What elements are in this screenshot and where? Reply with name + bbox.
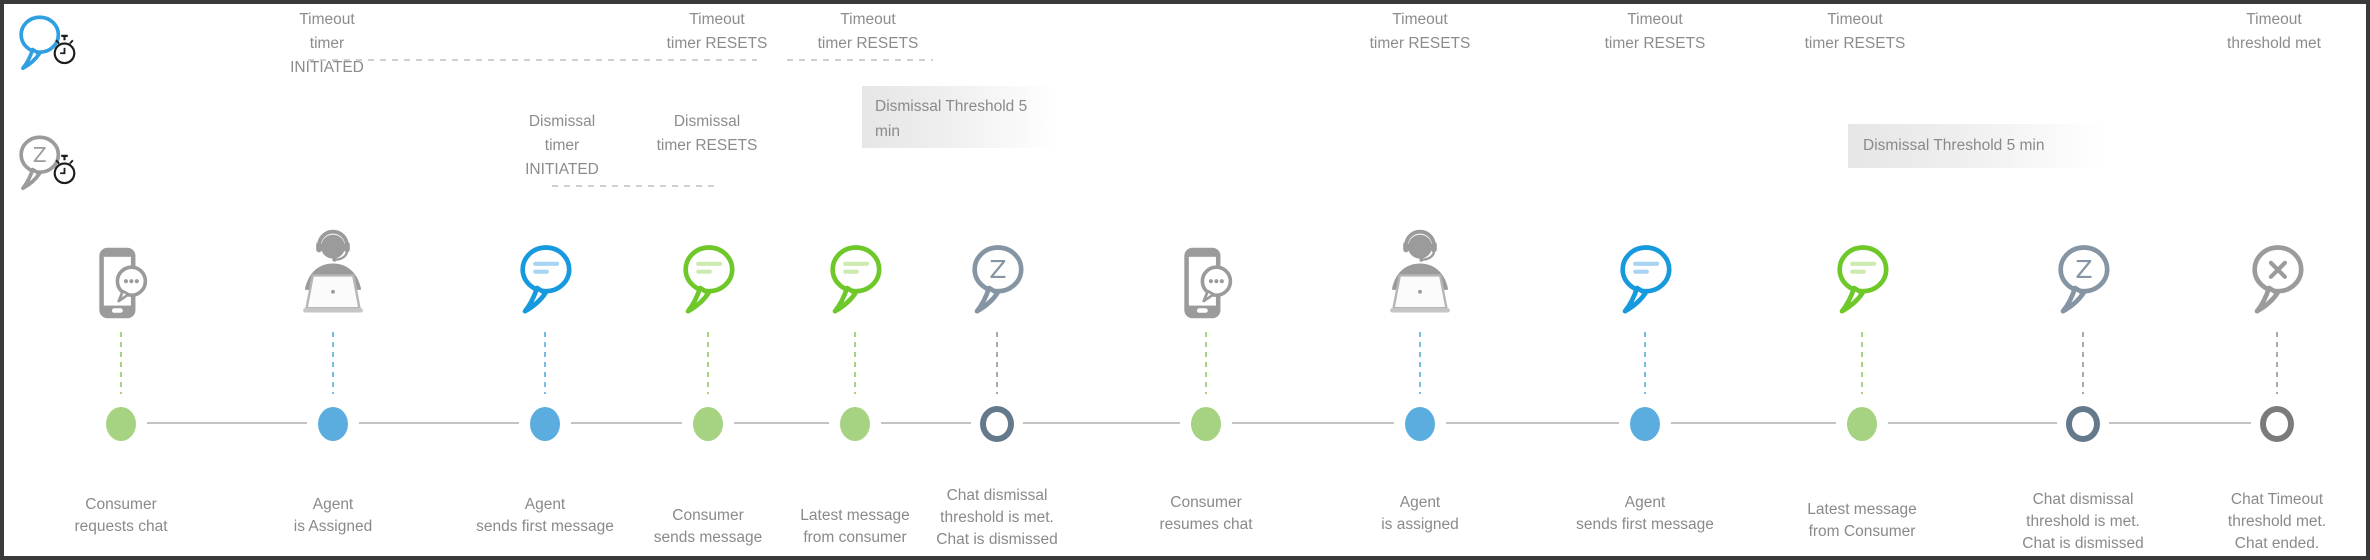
dismissal-timer-initiated-note: Dismissal timer INITIATED (525, 113, 599, 178)
connector-dash (120, 332, 122, 394)
snooze-bubble-icon (2053, 241, 2113, 321)
snooze-bubble-icon (967, 241, 1027, 321)
timeline-dot (1191, 407, 1221, 441)
event-label: Consumer sends message (653, 507, 763, 546)
timeline-dot (318, 407, 348, 441)
connector-dash (2276, 332, 2278, 394)
timeline-event-agent-first-message: Agent sends first message (430, 0, 660, 560)
connector-dash (2082, 332, 2084, 394)
dismissal-timer-dashed-line (552, 185, 714, 187)
timeout-threshold-met-note: Timeout threshold met (2227, 11, 2321, 52)
timeout-timer-resets-note: Timeout timer RESETS (1369, 11, 1471, 52)
timeline-dot (530, 407, 560, 441)
timeline-event-chat-ended: Chat Timeout threshold met. Chat ended. (2162, 0, 2370, 560)
connector-dash (854, 332, 856, 394)
event-label: Chat Timeout threshold met. Chat ended. (2227, 491, 2327, 552)
timeline-event-agent-first-message-2: Agent sends first message (1530, 0, 1760, 560)
timeout-timer-legend (14, 12, 84, 74)
chat-bubble-green-icon (1832, 241, 1892, 321)
timeline-segment (734, 422, 829, 424)
timeline-dot (2260, 406, 2294, 442)
event-label: Consumer resumes chat (1159, 494, 1253, 533)
timeline-event-latest-consumer-message-2: Latest message from Consumer (1747, 0, 1977, 560)
timeline-event-consumer-sends-message: Consumer sends message (593, 0, 823, 560)
timeline-segment (1888, 422, 2057, 424)
timeline-segment (359, 422, 519, 424)
timeline-segment (881, 422, 971, 424)
event-label: Consumer requests chat (74, 496, 168, 535)
timeout-timer-resets-note: Timeout timer RESETS (817, 11, 919, 52)
timeout-timer-dashed-line (787, 59, 933, 61)
timeline-dot (693, 407, 723, 441)
connector-dash (544, 332, 546, 394)
connector-dash (996, 332, 998, 394)
connector-dash (1644, 332, 1646, 394)
event-label: Latest message from Consumer (1807, 501, 1917, 540)
chat-bubble-blue-icon (1615, 241, 1675, 321)
event-label: Agent sends first message (476, 496, 614, 535)
stopwatch-icon (50, 154, 79, 186)
agent-headset-icon (1370, 228, 1470, 321)
timeline-segment (1446, 422, 1619, 424)
connector-dash (1419, 332, 1421, 394)
timeline-dot (2066, 406, 2100, 442)
timeline-segment (1671, 422, 1836, 424)
phone-chat-icon (93, 244, 149, 322)
event-label: Agent is Assigned (293, 496, 373, 535)
timeline-event-chat-dismissed: Chat dismissal threshold is met. Chat is… (882, 0, 1112, 560)
phone-chat-icon (1178, 244, 1234, 322)
agent-headset-icon (283, 228, 383, 321)
connector-dash (1861, 332, 1863, 394)
timeline-event-chat-dismissed-2: Chat dismissal threshold is met. Chat is… (1968, 0, 2198, 560)
timeout-timer-initiated-note: Timeout timer INITIATED (290, 11, 364, 76)
connector-dash (1205, 332, 1207, 394)
event-label: Agent is assigned (1381, 494, 1459, 533)
chat-bubble-green-icon (678, 241, 738, 321)
timeline-event-latest-consumer-message: Latest message from consumer (740, 0, 970, 560)
dismissal-threshold-box: Dismissal Threshold 5 min (862, 86, 1054, 148)
dismissal-timer-legend (14, 132, 84, 194)
timeout-timer-resets-note: Timeout timer RESETS (666, 11, 768, 52)
close-bubble-icon (2247, 241, 2307, 321)
timeline-dot (106, 407, 136, 441)
timeout-timer-resets-note: Timeout timer RESETS (1604, 11, 1706, 52)
connector-dash (332, 332, 334, 394)
chat-bubble-blue-icon (515, 241, 575, 321)
timeline-segment (2109, 422, 2251, 424)
event-label: Latest message from consumer (800, 507, 910, 546)
connector-dash (707, 332, 709, 394)
timeline-segment (571, 422, 682, 424)
timeline-segment (1023, 422, 1180, 424)
event-label: Agent sends first message (1576, 494, 1714, 533)
timeline-segment (1232, 422, 1394, 424)
timeline-event-agent-assigned-2: Agent is assigned (1305, 0, 1535, 560)
stopwatch-icon (50, 34, 79, 66)
event-label: Chat dismissal threshold is met. Chat is… (936, 487, 1058, 548)
timeline-dot (840, 407, 870, 441)
dismissal-threshold-box: Dismissal Threshold 5 min (1848, 124, 2102, 168)
timeline-dot (1630, 407, 1660, 441)
timeline-dot (1405, 407, 1435, 441)
timeline-event-consumer-resumes-chat: Consumer resumes chat (1091, 0, 1321, 560)
timeline-event-consumer-requests-chat: Consumer requests chat (6, 0, 236, 560)
timeout-timer-dashed-line (308, 59, 757, 61)
timeout-timer-resets-note: Timeout timer RESETS (1804, 11, 1906, 52)
timeline-event-agent-assigned: Agent is Assigned (218, 0, 448, 560)
timeline-dot (1847, 407, 1877, 441)
timeline-dot (980, 406, 1014, 442)
timeline-segment (147, 422, 307, 424)
dismissal-timer-resets-note: Dismissal timer RESETS (656, 113, 758, 154)
event-label: Chat dismissal threshold is met. Chat is… (2022, 491, 2144, 552)
chat-bubble-green-icon (825, 241, 885, 321)
